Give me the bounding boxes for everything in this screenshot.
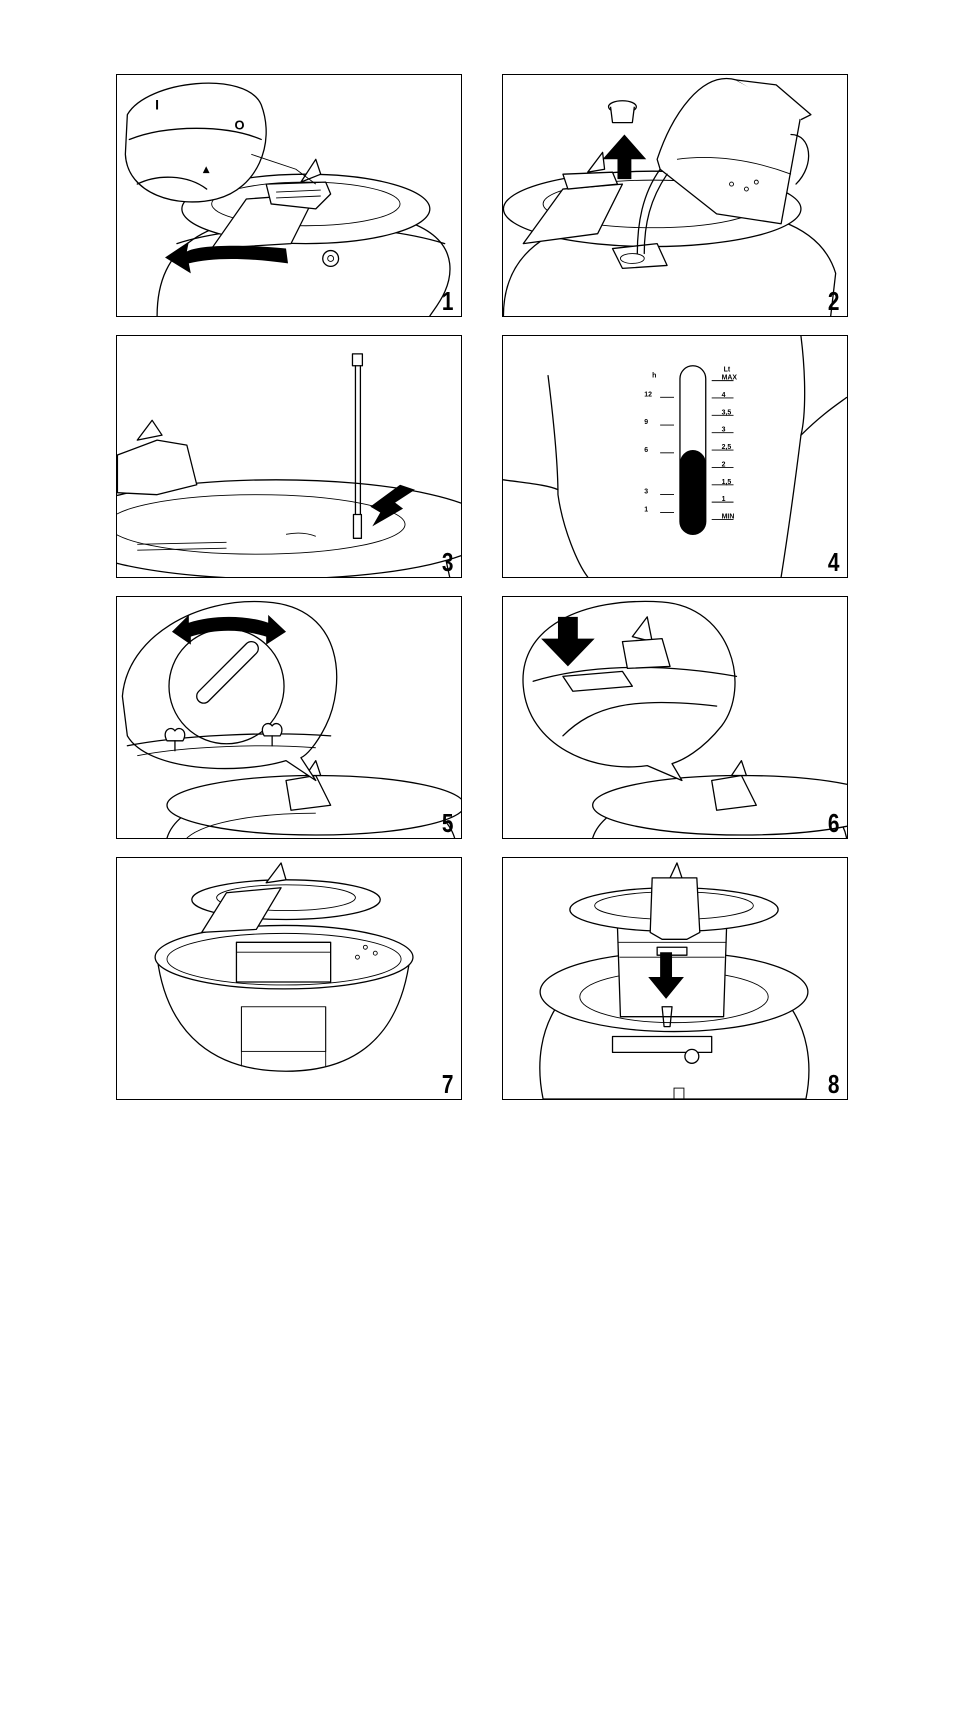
hour-scale: 12 9 6 3 1 [644,391,674,513]
liter-tick-label: 3,5 [722,409,732,416]
figure-2: 2 [502,74,848,317]
liter-tick-label: 4 [722,392,726,399]
hour-tick-label: 9 [644,419,648,426]
hour-tick-label: 3 [644,488,648,495]
figure-number: 7 [441,1071,453,1097]
lid-lock-illustration: I O ▲ [117,75,461,316]
liter-tick-label: 3 [722,427,726,434]
closed-symbol: I [155,97,159,113]
pressure-selector-illustration [117,597,461,838]
fill-water-illustration [503,75,847,316]
figure-1: I O ▲ 1 [116,74,462,317]
hour-tick-label: 12 [644,391,652,398]
hour-tick-label: 1 [644,507,648,514]
hour-tick-label: 6 [644,447,648,454]
figure-number: 1 [441,288,453,314]
liter-tick-label: 2,5 [722,444,732,451]
assembly-illustration [503,858,847,1099]
figure-3: 3 [116,335,462,578]
release-button-illustration [503,597,847,838]
figure-number: 8 [827,1071,839,1097]
liter-unit: Lt [724,367,731,374]
figure-number: 4 [827,549,839,575]
figure-number: 6 [827,810,839,836]
figure-number: 5 [441,810,453,836]
curved-arrow-icon [165,242,288,274]
figure-5: 5 [116,596,462,839]
hour-unit: h [652,373,656,380]
water-fill [680,450,706,534]
liter-tick-label: MIN [722,513,735,520]
liter-tick-label: 1,5 [722,479,732,486]
figure-7: 7 [116,857,462,1100]
figure-number: 3 [441,549,453,575]
liter-tick-label: 1 [722,496,726,503]
figure-8: 8 [502,857,848,1100]
bowl-illustration [117,858,461,1099]
liter-tick-label: 2 [722,461,726,468]
pointer-symbol: ▲ [203,165,210,175]
liter-tick-label: MAX [722,375,738,382]
figure-6: 6 [502,596,848,839]
open-symbol: O [234,118,244,133]
float-indicator-illustration [117,336,461,577]
figure-number: 2 [827,288,839,314]
